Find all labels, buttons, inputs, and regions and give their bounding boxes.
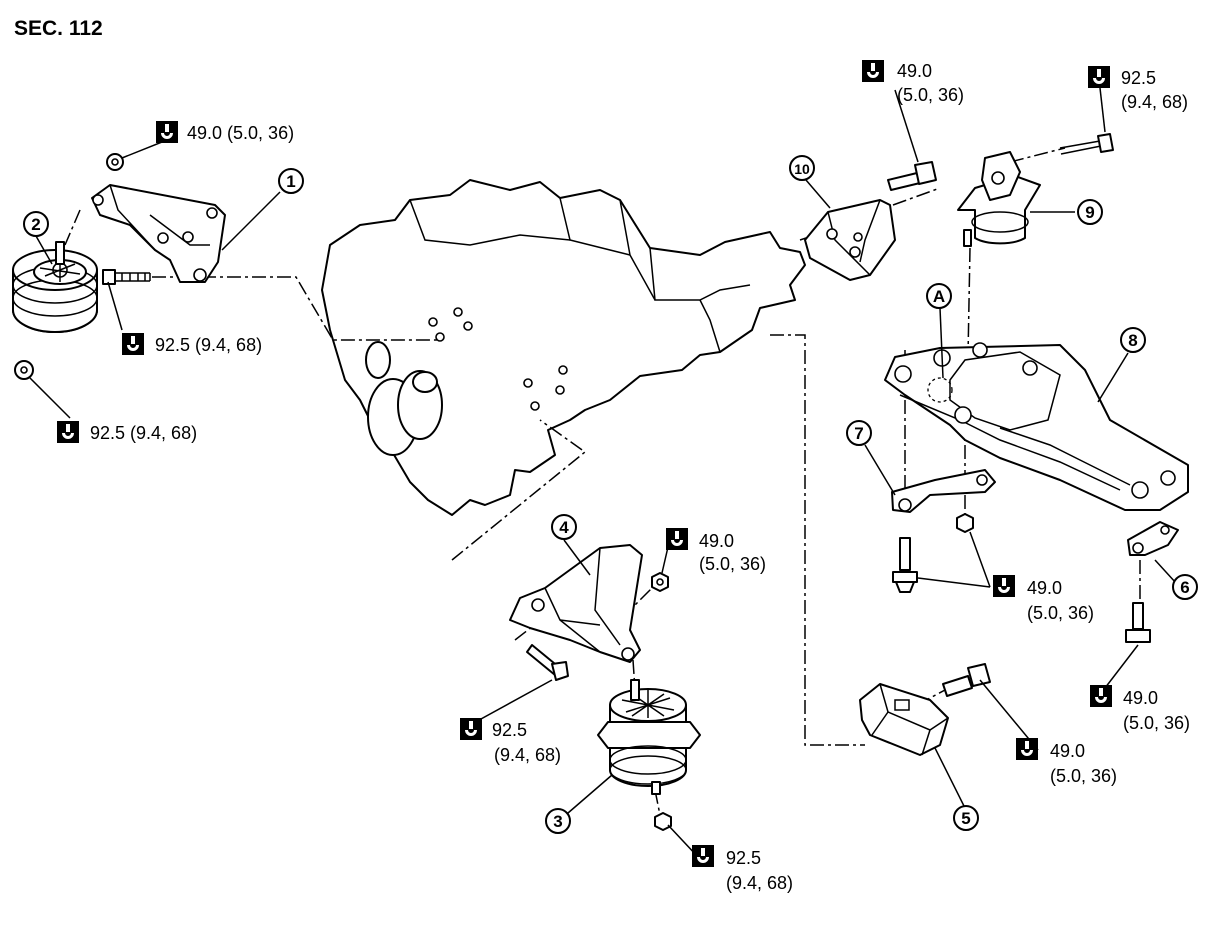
- svg-text:4: 4: [559, 518, 569, 537]
- torque-spec-gusset-bolt: 49.0 (5.0, 36): [1090, 685, 1190, 733]
- front-mount-bracket: [91, 184, 226, 283]
- rear-mount-bracket: [804, 199, 896, 281]
- callout-2: 2: [23, 211, 49, 237]
- torque-spec-center-bracket-bolt: 92.5 (9.4, 68): [460, 718, 561, 765]
- section-title: SEC. 112: [14, 17, 103, 40]
- torque-wrench-icon: [122, 333, 144, 355]
- svg-text:(9.4, 68): (9.4, 68): [494, 745, 561, 765]
- center-bracket-nut: [651, 572, 669, 592]
- torque-wrench-icon: [460, 718, 482, 740]
- torque-spec-transmission-bolt: 49.0 (5.0, 36): [1016, 738, 1117, 786]
- svg-text:(5.0, 36): (5.0, 36): [699, 554, 766, 574]
- svg-text:49.0 (5.0, 36): 49.0 (5.0, 36): [187, 123, 294, 143]
- torque-spec-center-insulator-nut: 92.5 (9.4, 68): [692, 845, 793, 893]
- torque-spec-rear-insulator-bolt: 92.5 (9.4, 68): [1088, 66, 1188, 112]
- torque-wrench-icon: [1090, 685, 1112, 707]
- front-engine-mount-insulator: [12, 241, 98, 333]
- torque-spec-bracket-nut: 49.0 (5.0, 36): [156, 121, 294, 143]
- torque-wrench-icon: [1016, 738, 1038, 760]
- center-engine-mount-insulator: [597, 679, 701, 795]
- bracket-bolt: [102, 269, 151, 285]
- svg-text:49.0: 49.0: [1123, 688, 1158, 708]
- view-callout-a: A: [926, 283, 952, 309]
- transmission-mount: [859, 683, 949, 756]
- rear-engine-mount-member: [884, 342, 1189, 511]
- torque-wrench-icon: [666, 528, 688, 550]
- svg-text:5: 5: [961, 809, 970, 828]
- svg-text:49.0: 49.0: [1027, 578, 1062, 598]
- torque-spec-center-bracket-nut: 49.0 (5.0, 36): [666, 528, 766, 574]
- svg-text:92.5: 92.5: [726, 848, 761, 868]
- svg-text:3: 3: [553, 812, 562, 831]
- callout-4: 4: [551, 514, 577, 540]
- torque-wrench-icon: [692, 845, 714, 867]
- callout-10: 10: [789, 155, 815, 181]
- svg-text:92.5: 92.5: [1121, 68, 1156, 88]
- svg-text:10: 10: [794, 161, 810, 177]
- svg-text:A: A: [933, 287, 945, 306]
- torque-spec-member-bolts: 49.0 (5.0, 36): [993, 575, 1094, 623]
- svg-text:(5.0, 36): (5.0, 36): [1027, 603, 1094, 623]
- svg-text:9: 9: [1085, 203, 1094, 222]
- svg-text:(5.0, 36): (5.0, 36): [1123, 713, 1190, 733]
- svg-text:1: 1: [286, 172, 295, 191]
- center-bracket-bolt: [526, 644, 569, 681]
- center-mount-bracket: [509, 544, 643, 663]
- member-bolts: [892, 513, 1151, 643]
- svg-text:49.0: 49.0: [699, 531, 734, 551]
- rear-engine-mount-insulator: [957, 151, 1041, 247]
- torque-spec-bracket-bolt: 92.5 (9.4, 68): [122, 333, 262, 355]
- torque-wrench-icon: [862, 60, 884, 82]
- svg-text:49.0: 49.0: [897, 61, 932, 81]
- torque-wrench-icon: [57, 421, 79, 443]
- svg-text:(5.0, 36): (5.0, 36): [897, 85, 964, 105]
- callout-5: 5: [953, 805, 979, 831]
- transmission-mount-bolt: [942, 663, 991, 697]
- member-gusset-right: [1127, 521, 1179, 556]
- svg-text:92.5 (9.4, 68): 92.5 (9.4, 68): [90, 423, 197, 443]
- svg-text:92.5: 92.5: [492, 720, 527, 740]
- svg-text:(9.4, 68): (9.4, 68): [1121, 92, 1188, 112]
- callout-1: 1: [278, 168, 304, 194]
- torque-spec-rear-bracket-bolt: 49.0 (5.0, 36): [862, 60, 964, 105]
- member-gusset-left: [891, 469, 996, 513]
- svg-text:8: 8: [1128, 331, 1137, 350]
- insulator-nut-bottom: [14, 360, 34, 380]
- callout-6: 6: [1172, 574, 1198, 600]
- svg-text:(9.4, 68): (9.4, 68): [726, 873, 793, 893]
- center-insulator-nut: [654, 812, 672, 831]
- svg-text:49.0: 49.0: [1050, 741, 1085, 761]
- svg-text:(5.0, 36): (5.0, 36): [1050, 766, 1117, 786]
- torque-wrench-icon: [156, 121, 178, 143]
- callout-9: 9: [1077, 199, 1103, 225]
- rear-insulator-bolt: [1059, 133, 1114, 155]
- callout-8: 8: [1120, 327, 1146, 353]
- svg-text:92.5 (9.4, 68): 92.5 (9.4, 68): [155, 335, 262, 355]
- rear-bracket-bolt: [887, 161, 937, 191]
- torque-wrench-icon: [1088, 66, 1110, 88]
- bracket-nut-top: [106, 153, 124, 171]
- engine-transmission-assembly: [321, 179, 806, 516]
- callout-3: 3: [545, 808, 571, 834]
- svg-text:6: 6: [1180, 578, 1189, 597]
- svg-text:7: 7: [854, 424, 863, 443]
- torque-wrench-icon: [993, 575, 1015, 597]
- callout-7: 7: [846, 420, 872, 446]
- svg-text:2: 2: [31, 215, 40, 234]
- torque-spec-insulator-nut: 92.5 (9.4, 68): [57, 421, 197, 443]
